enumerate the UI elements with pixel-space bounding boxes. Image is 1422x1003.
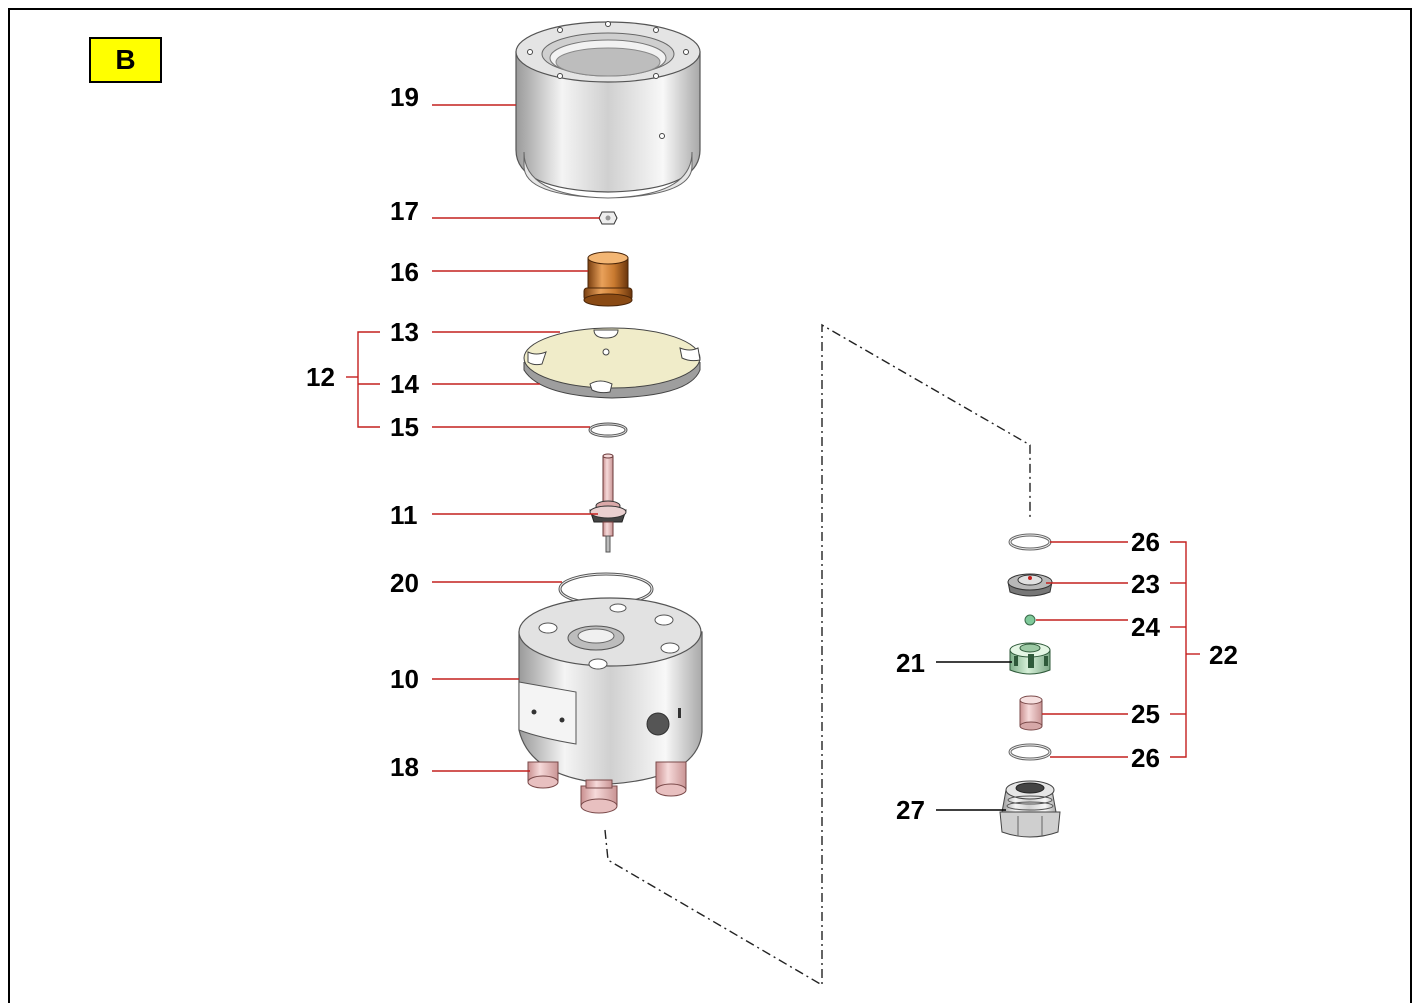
label-21: 21	[896, 648, 925, 678]
part-labels: 19 17 16 13 12 14 15 11 20 10 18 26 23 2…	[306, 82, 1238, 825]
part-21-cage	[1009, 642, 1051, 675]
label-13: 13	[390, 317, 419, 347]
part-25-spacer	[1019, 695, 1043, 731]
part-24-ball	[1024, 614, 1036, 626]
label-11: 11	[390, 500, 418, 530]
label-26-lower: 26	[1131, 743, 1160, 773]
part-10-body	[518, 597, 703, 785]
label-12: 12	[306, 362, 335, 392]
label-17: 17	[390, 196, 419, 226]
label-24: 24	[1131, 612, 1160, 642]
part-17-nut	[598, 211, 618, 225]
leader-lines	[346, 104, 1200, 811]
diagram-frame	[8, 8, 1412, 1003]
label-22: 22	[1209, 640, 1238, 670]
label-27: 27	[896, 795, 925, 825]
part-18-screws	[527, 761, 687, 814]
label-19: 19	[390, 82, 419, 112]
part-27-plug	[999, 780, 1061, 838]
label-10: 10	[390, 664, 419, 694]
label-26-upper: 26	[1131, 527, 1160, 557]
label-23: 23	[1131, 569, 1160, 599]
label-14: 14	[390, 369, 419, 399]
part-23-seat	[1007, 573, 1053, 597]
label-16: 16	[390, 257, 419, 287]
label-20: 20	[390, 568, 419, 598]
label-15: 15	[390, 412, 419, 442]
section-badge: B	[89, 37, 162, 83]
assembly-path-line	[604, 323, 1031, 987]
label-18: 18	[390, 752, 419, 782]
part-26-upper-ring	[1008, 533, 1052, 551]
part-11-needle	[589, 453, 627, 553]
part-26-lower-ring	[1008, 743, 1052, 761]
label-25: 25	[1131, 699, 1160, 729]
part-19-housing	[515, 21, 701, 199]
part-15-o-ring	[588, 422, 628, 438]
part-16-bushing	[583, 251, 633, 307]
part-13-14-plate	[523, 327, 701, 399]
